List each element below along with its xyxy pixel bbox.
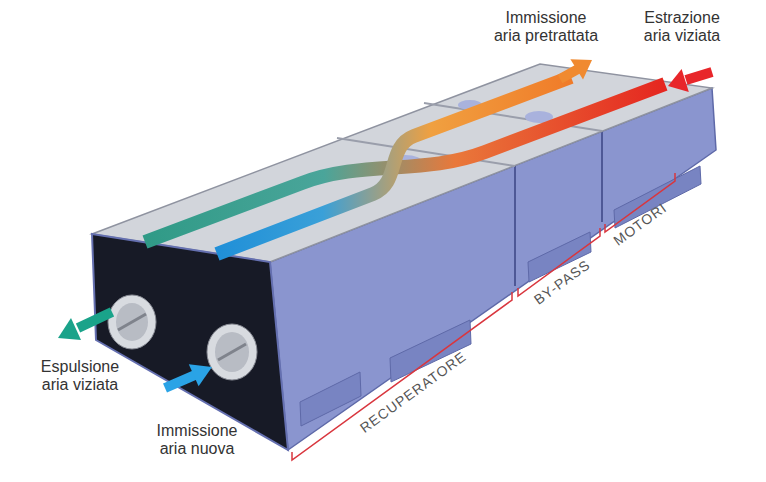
flow-label: Immissione aria nuova bbox=[147, 422, 247, 459]
flow-arrow bbox=[560, 69, 578, 79]
end-face bbox=[92, 234, 288, 450]
flow-arrow bbox=[165, 375, 195, 388]
spigot bbox=[218, 344, 246, 360]
exhaust-flow bbox=[145, 84, 665, 242]
flow-label: Espulsione aria viziata bbox=[30, 358, 130, 395]
flow-arrow bbox=[686, 72, 712, 80]
flow-arrow bbox=[58, 318, 81, 340]
spigot bbox=[215, 332, 249, 372]
flow-label: Immissione aria pretrattata bbox=[480, 9, 612, 46]
flow-arrow bbox=[78, 312, 112, 328]
flow-arrow bbox=[189, 364, 212, 386]
section-divider bbox=[514, 166, 516, 286]
flow-arrow bbox=[570, 59, 592, 79]
spigot bbox=[116, 303, 148, 341]
bracket bbox=[292, 292, 512, 460]
side-panel bbox=[300, 372, 361, 426]
supply-flow bbox=[217, 77, 571, 254]
flow-label: Estrazione aria viziata bbox=[632, 9, 732, 46]
top-face bbox=[92, 64, 712, 262]
air-flows bbox=[58, 59, 712, 388]
spigot bbox=[118, 314, 146, 330]
section-brackets bbox=[292, 173, 675, 460]
flow-arrow bbox=[668, 69, 689, 92]
spigot bbox=[207, 324, 257, 380]
section-divider bbox=[601, 131, 603, 222]
spigot bbox=[108, 295, 156, 349]
unit-body bbox=[92, 64, 716, 450]
